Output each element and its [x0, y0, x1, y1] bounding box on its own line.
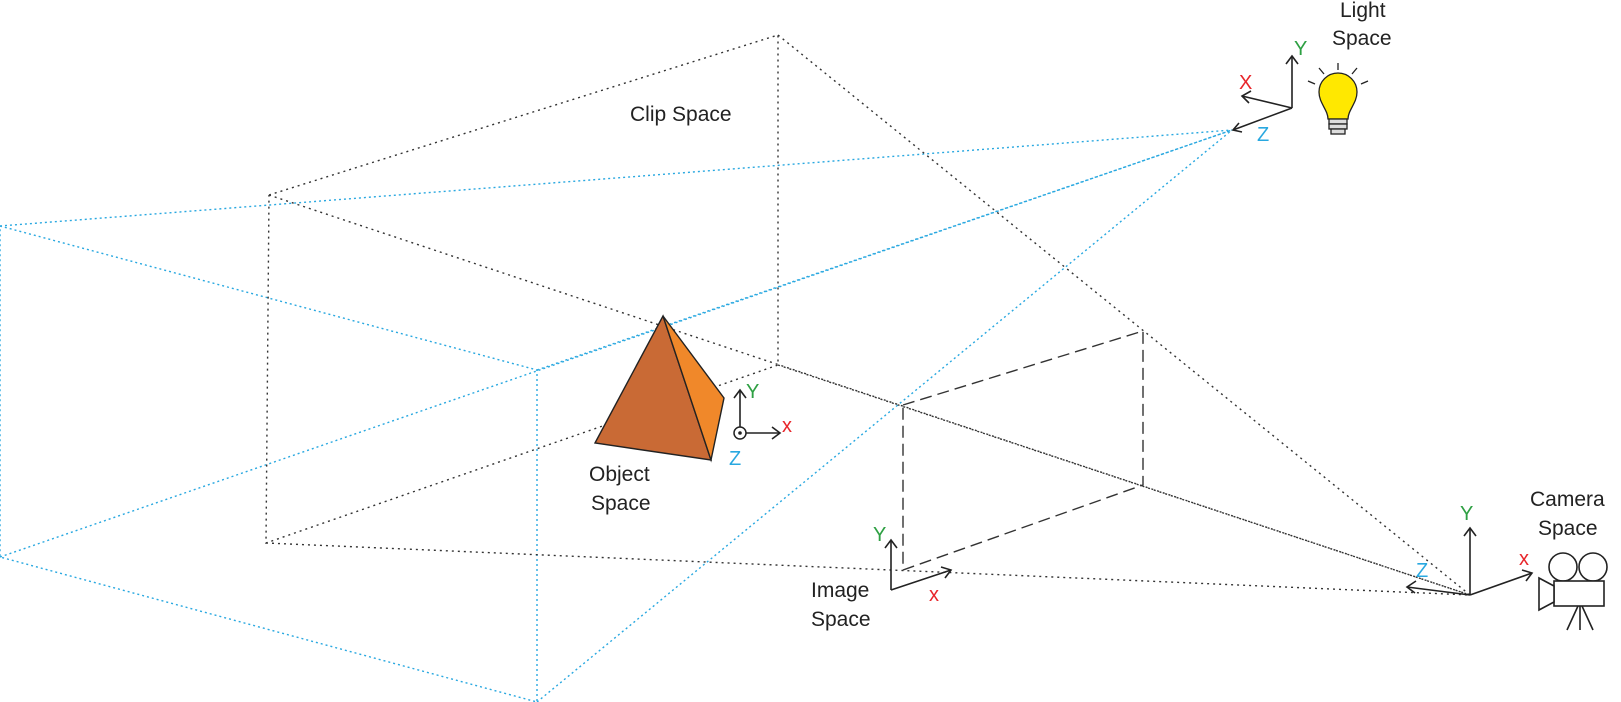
camera-space-label-line2: Space — [1538, 517, 1598, 540]
image-space-axes: Y x — [873, 524, 953, 606]
pyramid-object — [593, 314, 725, 463]
light-x-axis-label: X — [1239, 72, 1252, 94]
camera-space-axes: Y x Z — [1405, 503, 1534, 596]
camera-z-axis-label: Z — [1416, 560, 1428, 582]
image-y-axis-label: Y — [873, 524, 886, 546]
object-z-axis-label: Z — [729, 448, 741, 470]
light-space-label-line1: Light — [1340, 0, 1386, 22]
clip-space-frustum — [265, 34, 1471, 596]
image-x-axis-label: x — [929, 584, 939, 606]
camera-space-label-line1: Camera — [1530, 488, 1605, 511]
camera-icon — [1538, 552, 1608, 631]
image-plane — [902, 330, 1144, 571]
light-bulb-icon — [1307, 63, 1369, 135]
object-space-label-line1: Object — [589, 463, 650, 486]
camera-x-axis-label: x — [1519, 548, 1529, 570]
image-space-label-line1: Image — [811, 579, 869, 602]
light-space-label-line2: Space — [1332, 27, 1392, 50]
object-space-label-line2: Space — [591, 492, 651, 515]
image-space-label-line2: Space — [811, 608, 871, 631]
camera-y-axis-label: Y — [1460, 503, 1473, 525]
light-frustum — [0, 129, 1233, 702]
object-y-axis-label: Y — [746, 381, 759, 403]
light-z-axis-label: Z — [1257, 124, 1269, 146]
light-space-axes: Y X Z — [1231, 38, 1307, 146]
clip-space-label: Clip Space — [630, 103, 732, 126]
object-x-axis-label: x — [782, 415, 792, 437]
light-y-axis-label: Y — [1294, 38, 1307, 60]
object-space-axes: Y x Z — [729, 381, 792, 470]
